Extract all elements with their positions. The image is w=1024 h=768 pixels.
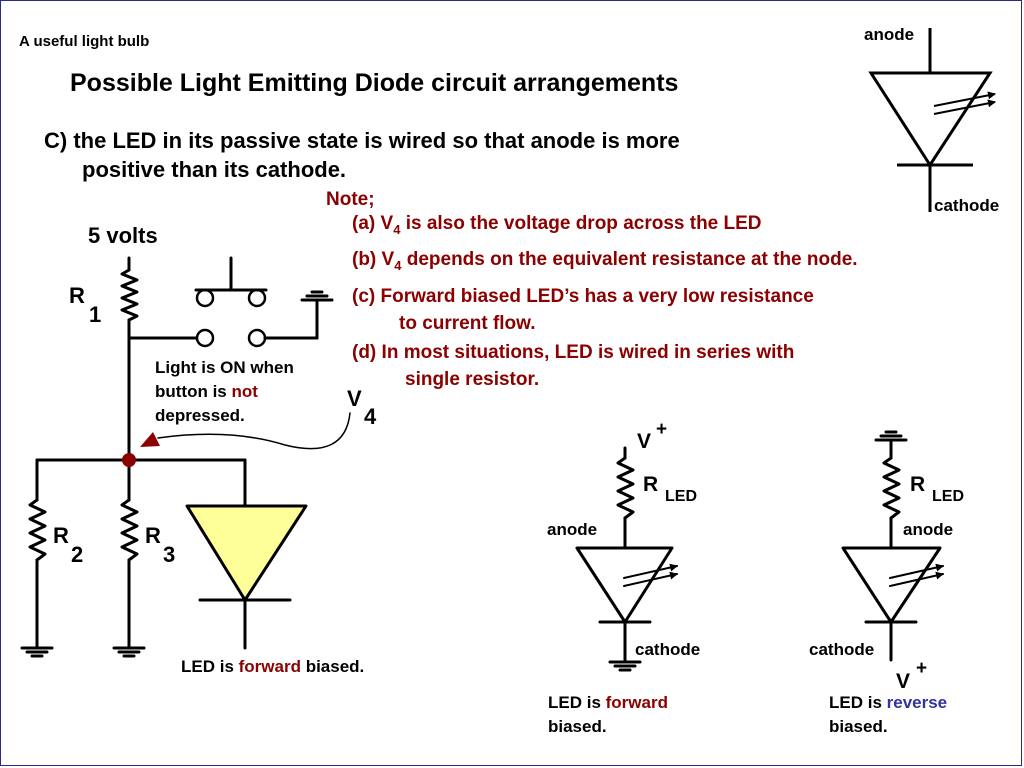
r3-label: R (145, 523, 161, 548)
r1-label: R (69, 283, 85, 308)
main-caption-end: biased. (300, 657, 365, 676)
button-note-line-1: Light is ON when (155, 358, 294, 377)
note-b: (b) V4 depends on the equivalent resista… (352, 250, 858, 272)
slide-header: A useful light bulb (19, 33, 150, 50)
note-a-text: is also the voltage drop across the LED (400, 213, 762, 234)
v4-pointer-curve (157, 412, 351, 450)
forward-cathode-label: cathode (635, 640, 701, 659)
button-note-text: button is (155, 382, 232, 401)
slide-title: Possible Light Emitting Diode circuit ar… (70, 69, 679, 97)
button-note-emphasis: not (231, 382, 258, 401)
ground-symbol-switch (300, 290, 334, 302)
main-caption-text: LED is (181, 657, 239, 676)
reverse-circuit (841, 430, 944, 662)
forward-v-superscript: + (656, 419, 668, 440)
resistor-r2 (28, 498, 47, 562)
ground-symbol-forward (608, 660, 642, 672)
reverse-anode-label: anode (903, 520, 954, 539)
reverse-r-label: R (910, 473, 926, 496)
r2-subscript: 2 (71, 542, 84, 567)
r3-subscript: 3 (163, 542, 176, 567)
note-a-subscript: 4 (393, 221, 401, 237)
reverse-cathode-label: cathode (809, 640, 875, 659)
supply-voltage-label: 5 volts (88, 223, 158, 248)
note-heading: Note; (326, 189, 375, 210)
v4-pointer-arrowhead (140, 432, 160, 447)
note-c-line-2: to current flow. (399, 313, 536, 334)
ground-symbol-r3 (112, 646, 146, 658)
forward-caption-text: LED is (548, 693, 606, 712)
forward-anode-label: anode (547, 520, 598, 539)
legend-cathode-label: cathode (934, 196, 1000, 215)
main-caption: LED is forward biased. (181, 658, 364, 675)
led-main (185, 504, 308, 602)
note-b-subscript: 4 (394, 257, 402, 273)
reverse-caption-emphasis: reverse (886, 693, 948, 712)
reverse-caption-text: LED is (829, 693, 887, 712)
subtitle-line-1: C) the LED in its passive state is wired… (44, 128, 680, 153)
note-b-prefix: (b) V (352, 249, 395, 270)
resistor-rled-reverse (882, 456, 901, 520)
reverse-caption-line-1: LED is reverse (829, 694, 947, 711)
reverse-v-superscript: + (916, 658, 928, 679)
note-a-prefix: (a) V (352, 213, 394, 234)
reverse-v-label: V (896, 670, 911, 693)
button-note-line-2: button is not (155, 383, 258, 400)
note-d-line-1: (d) In most situations, LED is wired in … (352, 342, 795, 363)
push-button-switch (194, 256, 268, 348)
r2-label: R (53, 523, 69, 548)
v4-label: V (347, 386, 362, 411)
v4-subscript: 4 (364, 404, 377, 429)
forward-r-subscript: LED (665, 488, 697, 505)
reverse-r-subscript: LED (932, 488, 964, 505)
forward-circuit (575, 446, 678, 672)
resistor-r3 (120, 498, 139, 562)
forward-caption-line-1: LED is forward (548, 694, 668, 711)
note-d-line-2: single resistor. (405, 369, 540, 390)
node-dot (122, 453, 136, 467)
legend-anode-label: anode (864, 25, 915, 44)
forward-v-label: V (637, 430, 652, 453)
main-caption-emphasis: forward (238, 657, 301, 676)
reverse-caption-line-2: biased. (829, 717, 888, 736)
button-note-line-3: depressed. (155, 406, 245, 425)
led-forward (575, 546, 674, 624)
note-a: (a) V4 is also the voltage drop across t… (352, 214, 762, 236)
led-reverse (841, 546, 942, 624)
forward-caption-emphasis: forward (605, 693, 668, 712)
resistor-r1 (120, 268, 139, 322)
subtitle-line-2: positive than its cathode. (82, 157, 347, 182)
ground-symbol-r2 (20, 646, 54, 658)
led-symbol-legend (868, 28, 996, 212)
main-circuit (20, 256, 351, 658)
note-c-line-1: (c) Forward biased LED’s has a very low … (352, 286, 814, 307)
r1-subscript: 1 (89, 302, 102, 327)
note-b-text: depends on the equivalent resistance at … (401, 249, 858, 270)
resistor-rled-forward (616, 456, 635, 520)
forward-r-label: R (643, 473, 659, 496)
forward-caption-line-2: biased. (548, 717, 607, 736)
